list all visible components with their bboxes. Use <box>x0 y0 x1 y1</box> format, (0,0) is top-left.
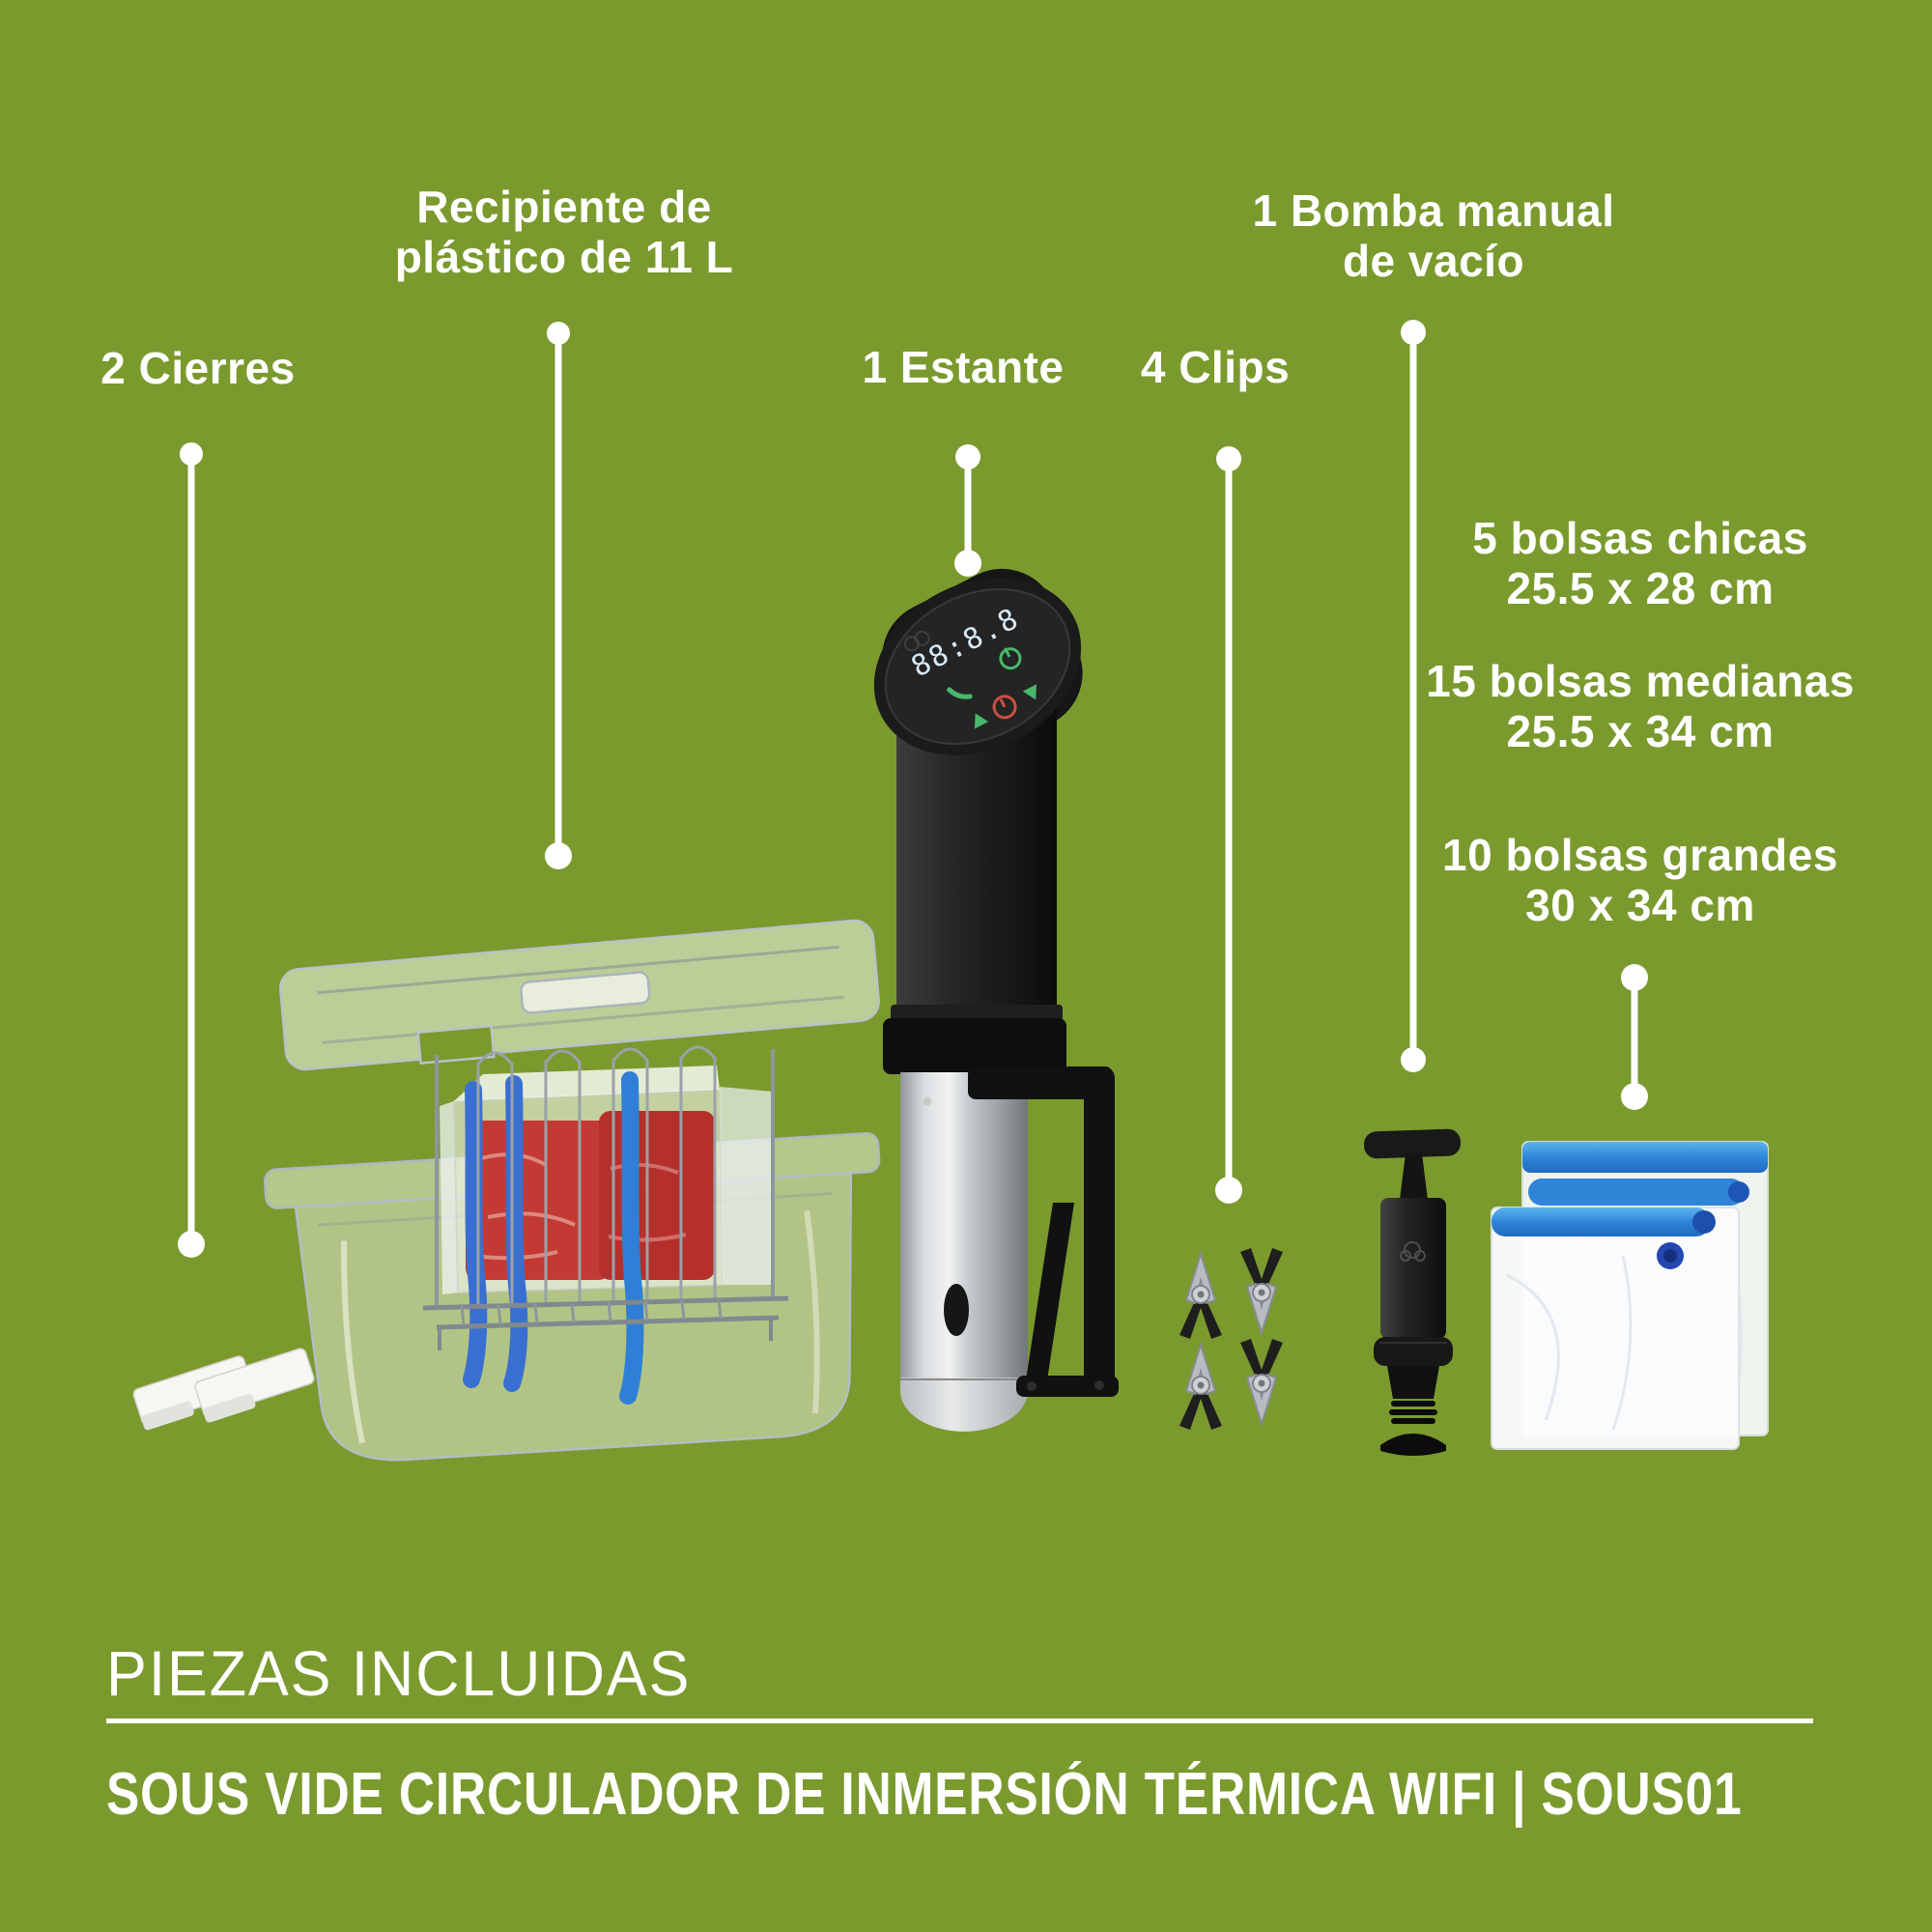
label-clips: 4 Clips <box>1141 342 1290 392</box>
vacuum-pump <box>1363 1128 1462 1456</box>
label-bolsas-chicas-line2: 25.5 x 28 cm <box>1506 563 1775 613</box>
meat-bags <box>440 1065 773 1294</box>
connector-clips <box>1215 446 1242 1204</box>
label-bolsas-medianas-line2: 25.5 x 34 cm <box>1506 706 1775 756</box>
label-recipiente-line2: plástico de 11 L <box>394 232 734 282</box>
closure-bars <box>132 1348 315 1431</box>
label-estante: 1 Estante <box>862 342 1064 392</box>
label-bolsas-medianas-line1: 15 bolsas medianas <box>1426 656 1855 706</box>
label-bolsas-grandes-line1: 10 bolsas grandes <box>1442 830 1838 880</box>
device-control-panel: 88:8.8 <box>873 578 1082 755</box>
label-estante-line1: 1 Estante <box>862 342 1065 392</box>
label-clips-line1: 4 Clips <box>1140 342 1291 392</box>
wire-rack <box>422 1045 789 1350</box>
label-bolsas-grandes-line2: 30 x 34 cm <box>1525 880 1755 930</box>
vacuum-bags <box>1491 1141 1769 1450</box>
connector-estante <box>954 444 981 577</box>
label-cierres: 2 Cierres <box>100 343 295 393</box>
label-bolsas-grandes: 10 bolsas grandes 30 x 34 cm <box>1442 830 1838 930</box>
spring-clips <box>1179 1247 1284 1431</box>
label-recipiente-line1: Recipiente de <box>416 182 712 232</box>
title-divider <box>106 1719 1813 1723</box>
label-bolsas-chicas: 5 bolsas chicas 25.5 x 28 cm <box>1472 513 1808 613</box>
label-cierres-line1: 2 Cierres <box>100 343 296 393</box>
connector-bomba <box>1401 320 1426 1072</box>
connector-recipiente <box>545 322 572 869</box>
sous-vide-device: 88:8.8 <box>873 568 1119 1432</box>
device-touch-icons <box>947 647 1037 729</box>
connector-cierres <box>178 442 205 1258</box>
connector-bolsas <box>1621 964 1648 1110</box>
device-clamp <box>968 1066 1119 1397</box>
label-bolsas-chicas-line1: 5 bolsas chicas <box>1472 513 1808 563</box>
product-subtitle: SOUS VIDE CIRCULADOR DE INMERSIÓN TÉRMIC… <box>106 1761 1743 1828</box>
label-recipiente: Recipiente de plástico de 11 L <box>395 182 734 282</box>
bag-straps <box>463 1071 644 1405</box>
label-bomba-line2: de vacío <box>1342 236 1525 286</box>
label-bomba-line1: 1 Bomba manual <box>1252 185 1615 236</box>
label-bomba: 1 Bomba manual de vacío <box>1252 185 1614 286</box>
container-lid <box>279 919 880 1071</box>
page-title: PIEZAS INCLUIDAS <box>106 1637 692 1709</box>
label-bolsas-medianas: 15 bolsas medianas 25.5 x 34 cm <box>1426 656 1855 756</box>
